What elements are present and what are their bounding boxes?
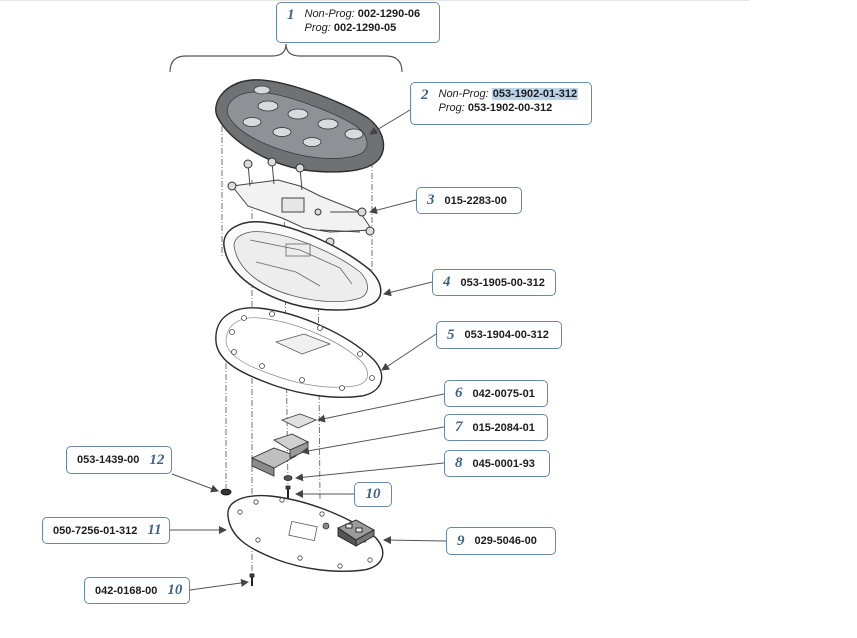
callout-number: 4 [443,274,451,290]
callout-5-gasket: 5 053-1904-00-312 [436,321,562,349]
non-prog-label: Non-Prog: [438,88,489,100]
assembly-bracket [169,43,403,73]
screw-upper-part [285,485,291,498]
callout-4-housing: 4 053-1905-00-312 [432,269,556,296]
callout-11-back-cover: 050-7256-01-312 11 [42,517,170,544]
housing-frame-part [223,221,382,311]
callout-10-screw-lower: 042-0168-00 10 [84,577,190,604]
callout-number: 10 [365,486,381,502]
callout-2-bezel: 2 Non-Prog: 053-1902-01-312 Prog: 053-19… [410,82,592,125]
part-number: 053-1905-00-312 [460,276,545,289]
callout-number: 12 [149,451,165,468]
non-prog-label: Non-Prog: [304,8,355,20]
callout-8-washer: 8 045-0001-93 [444,450,550,477]
callout-9-battery-connector: 9 029-5046-00 [446,527,556,555]
leader-lines [170,109,447,591]
callout-12-grommet: 053-1439-00 12 [66,446,172,474]
battery-connector-part [337,519,375,547]
callout-1-assembly: 1 Non-Prog: 002-1290-06 Prog: 002-1290-0… [276,2,440,43]
pad-part [280,413,318,429]
part-number: 053-1439-00 [77,454,140,466]
part-number: 002-1290-06 [357,8,421,20]
gasket-plate-part [215,307,383,398]
connector-part [250,433,310,477]
callout-number: 6 [455,385,463,401]
part-number: 050-7256-01-312 [53,524,138,537]
callout-number: 9 [457,532,465,549]
callout-number: 11 [147,522,162,538]
callout-number: 5 [447,326,455,343]
part-number: 029-5046-00 [474,535,537,547]
top-rule [0,0,750,1]
callout-10-screw-upper: 10 [354,482,392,507]
callout-7-connector: 7 015-2084-01 [444,414,548,441]
screw-lower-part [249,573,255,586]
callout-number: 1 [287,7,295,23]
part-number: 015-2283-00 [444,194,507,207]
part-number: 053-1902-00-312 [467,102,553,114]
callout-6-pad: 6 042-0075-01 [444,380,548,407]
callout-number: 7 [455,419,463,435]
callout-number: 10 [167,582,183,598]
part-number: 042-0075-01 [472,387,535,400]
part-number-highlighted[interactable]: 053-1902-01-312 [491,88,579,100]
callout-number: 2 [421,87,429,103]
part-number: 053-1904-00-312 [464,329,549,341]
part-number: 042-0168-00 [95,584,158,597]
callout-3-membrane-switch: 3 015-2283-00 [416,187,522,214]
grommet-part [220,488,232,496]
bezel-part [215,79,385,173]
prog-label: Prog: [438,102,465,114]
part-number: 002-1290-05 [333,22,397,34]
part-number: 045-0001-93 [472,457,535,470]
part-number: 015-2084-01 [472,421,535,434]
membrane-switch-part [227,157,375,247]
callout-number: 3 [427,192,435,208]
prog-label: Prog: [304,22,331,34]
callout-number: 8 [455,455,463,471]
washer-part [283,475,293,481]
